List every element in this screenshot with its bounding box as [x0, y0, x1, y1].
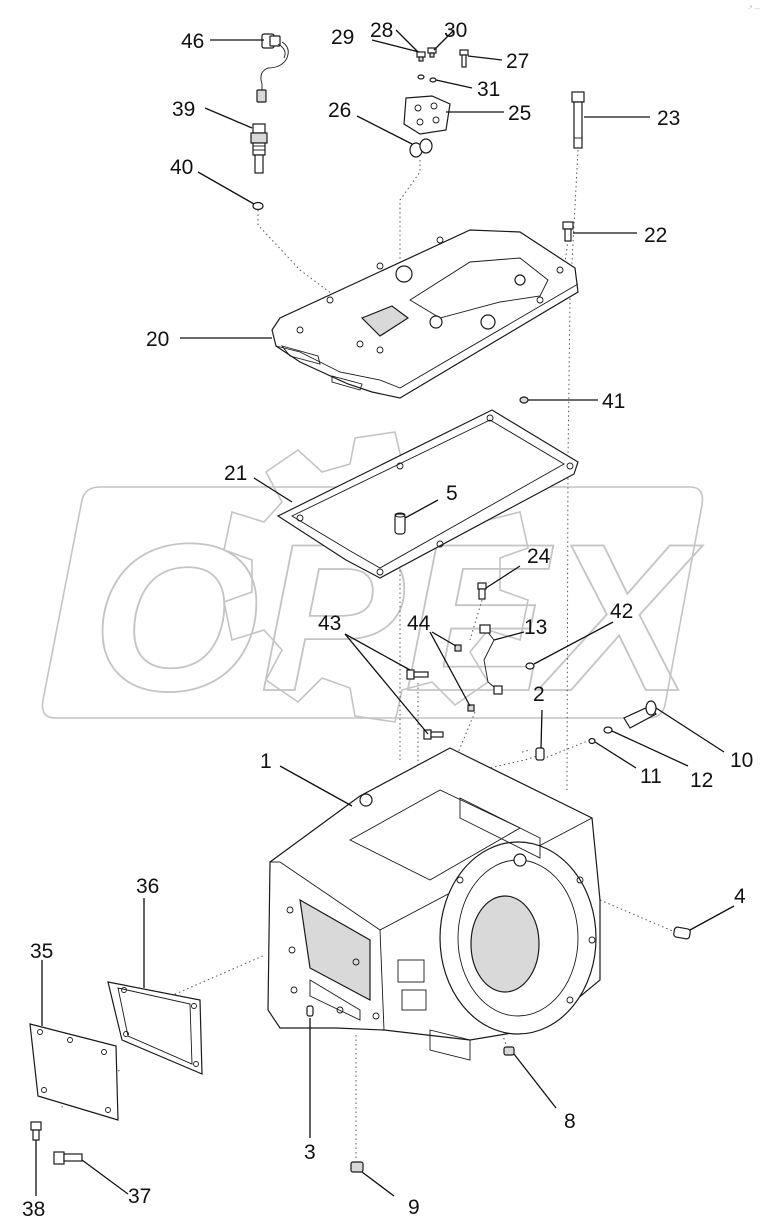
part-5-dowel: [394, 512, 406, 535]
part-44-fitting-b: [467, 704, 475, 712]
callout-9: 9: [408, 1196, 420, 1219]
callout-2: 2: [533, 683, 545, 706]
watermark-banner-outline: [41, 486, 704, 719]
callout-23: 23: [657, 107, 680, 130]
callout-21: 21: [224, 462, 247, 485]
part-9-plug: [350, 1161, 364, 1173]
part-12-washer: [603, 726, 613, 734]
part-23-long-bolt: [571, 91, 585, 149]
callout-8: 8: [564, 1110, 576, 1133]
callout-3: 3: [304, 1141, 316, 1164]
leader-lines: [35, 29, 735, 1197]
part-37-bolt: [53, 1151, 83, 1165]
callout-29: 29: [331, 26, 354, 49]
callout-10: 10: [730, 749, 753, 772]
part-22-bolt: [562, 221, 574, 242]
callout-43: 43: [318, 612, 341, 635]
part-20-valve-plate: [271, 229, 579, 399]
callout-28: 28: [370, 19, 393, 42]
callout-40: 40: [170, 156, 193, 179]
part-44-fitting-a: [454, 644, 462, 652]
callout-41: 41: [602, 390, 625, 413]
part-2-pin: [535, 747, 545, 761]
part-26-seal: [409, 138, 433, 158]
part-31-washer: [429, 77, 437, 83]
part-10-fitting: [623, 700, 657, 729]
callout-11: 11: [640, 765, 662, 788]
part-46-sensor-harness: [256, 33, 289, 103]
callout-1: 1: [260, 750, 272, 773]
callout-46: 46: [181, 30, 204, 53]
part-27-screw: [459, 49, 469, 68]
part-1-housing: [267, 747, 601, 1061]
part-41-o-ring: [519, 396, 529, 404]
part-11-washer: [588, 737, 596, 745]
corner-mark: ·° ···: [748, 6, 760, 12]
part-43-bolt-a: [406, 669, 429, 680]
callout-38: 38: [22, 1198, 45, 1221]
callout-labels: 46 39 40 29 28 30 27 31 26 25 23 22 20 4…: [22, 19, 753, 1221]
part-13-pipe: [479, 624, 503, 695]
callout-13: 13: [524, 616, 547, 639]
part-40-o-ring: [252, 201, 264, 211]
part-39-sensor: [250, 123, 268, 174]
part-38-bolt: [30, 1121, 42, 1141]
callout-30: 30: [444, 19, 467, 42]
callout-35: 35: [30, 940, 53, 963]
callout-20: 20: [146, 328, 169, 351]
callout-12: 12: [690, 769, 713, 792]
part-36-gasket: [107, 981, 203, 1075]
callout-4: 4: [734, 885, 746, 908]
callout-36: 36: [136, 875, 159, 898]
callout-26: 26: [328, 99, 351, 122]
part-21-gasket: [276, 409, 579, 579]
callout-25: 25: [508, 102, 531, 125]
callout-5: 5: [446, 482, 458, 505]
callout-42: 42: [610, 600, 633, 623]
callout-31: 31: [477, 78, 500, 101]
callout-24: 24: [527, 545, 551, 568]
callout-44: 44: [407, 612, 431, 635]
part-35-cover: [29, 1023, 119, 1121]
part-8-plug: [503, 1046, 515, 1056]
callout-39: 39: [172, 98, 195, 121]
callout-37: 37: [128, 1185, 151, 1208]
callout-22: 22: [644, 224, 667, 247]
part-4-pin: [673, 926, 691, 940]
part-30-plug: [427, 47, 437, 58]
part-43-bolt-b: [423, 729, 444, 740]
part-42-o-ring: [525, 662, 535, 670]
callout-27: 27: [506, 50, 529, 73]
part-24-fitting: [477, 582, 487, 600]
part-28-plug: [416, 51, 426, 62]
part-3-pin: [306, 1005, 314, 1017]
part-29-washer: [417, 74, 425, 80]
part-25-cover-plate: [403, 95, 451, 135]
